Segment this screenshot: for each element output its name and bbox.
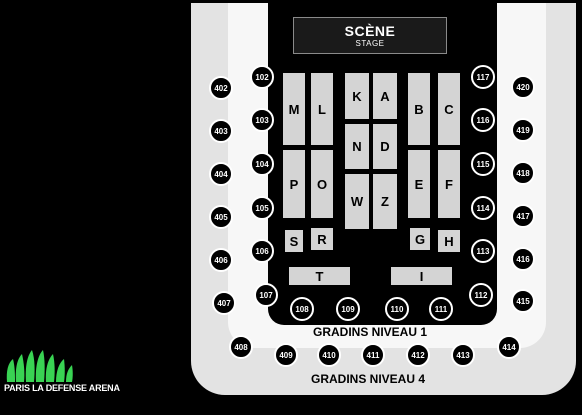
floor-block-s[interactable]: S	[285, 230, 303, 252]
stage-title: SCÈNE	[344, 23, 396, 39]
section-417[interactable]: 417	[511, 204, 535, 228]
section-103[interactable]: 103	[250, 108, 274, 132]
section-111[interactable]: 111	[429, 297, 453, 321]
floor-block-p[interactable]: P	[283, 150, 305, 218]
section-112[interactable]: 112	[469, 283, 493, 307]
floor-block-z[interactable]: Z	[373, 174, 397, 229]
section-419[interactable]: 419	[511, 118, 535, 142]
section-106[interactable]: 106	[250, 239, 274, 263]
section-102[interactable]: 102	[250, 65, 274, 89]
floor-block-w[interactable]: W	[345, 174, 369, 229]
section-407[interactable]: 407	[212, 291, 236, 315]
section-402[interactable]: 402	[209, 76, 233, 100]
section-415[interactable]: 415	[511, 289, 535, 313]
section-412[interactable]: 412	[406, 343, 430, 367]
section-114[interactable]: 114	[471, 196, 495, 220]
section-108[interactable]: 108	[290, 297, 314, 321]
section-411[interactable]: 411	[361, 343, 385, 367]
floor-block-h[interactable]: H	[438, 230, 460, 252]
section-109[interactable]: 109	[336, 297, 360, 321]
section-113[interactable]: 113	[471, 239, 495, 263]
floor-block-i[interactable]: I	[391, 267, 452, 285]
section-405[interactable]: 405	[209, 205, 233, 229]
section-418[interactable]: 418	[511, 161, 535, 185]
arena-logo-icon	[6, 350, 73, 382]
floor-block-f[interactable]: F	[438, 150, 460, 218]
section-409[interactable]: 409	[274, 343, 298, 367]
section-420[interactable]: 420	[511, 75, 535, 99]
section-413[interactable]: 413	[451, 343, 475, 367]
section-403[interactable]: 403	[209, 119, 233, 143]
floor-block-b[interactable]: B	[408, 73, 430, 145]
section-116[interactable]: 116	[471, 108, 495, 132]
floor-block-g[interactable]: G	[410, 228, 430, 250]
floor-block-t[interactable]: T	[289, 267, 350, 285]
tier-label-level-4: GRADINS NIVEAU 4	[311, 372, 426, 386]
section-110[interactable]: 110	[385, 297, 409, 321]
section-115[interactable]: 115	[471, 152, 495, 176]
tier-label-level-1: GRADINS NIVEAU 1	[313, 325, 428, 339]
section-406[interactable]: 406	[209, 248, 233, 272]
floor-block-l[interactable]: L	[311, 73, 333, 145]
stage-subtitle: STAGE	[355, 39, 385, 48]
arena-logo-text: PARIS LA DEFENSE ARENA	[4, 383, 120, 393]
section-104[interactable]: 104	[250, 152, 274, 176]
stage: SCÈNE STAGE	[293, 17, 447, 54]
floor-block-k[interactable]: K	[345, 73, 369, 119]
section-414[interactable]: 414	[497, 335, 521, 359]
floor-block-d[interactable]: D	[373, 124, 397, 169]
floor-block-n[interactable]: N	[345, 124, 369, 169]
floor-block-c[interactable]: C	[438, 73, 460, 145]
section-408[interactable]: 408	[229, 335, 253, 359]
floor-block-a[interactable]: A	[373, 73, 397, 119]
floor-block-r[interactable]: R	[311, 228, 333, 250]
floor-block-o[interactable]: O	[311, 150, 333, 218]
section-416[interactable]: 416	[511, 247, 535, 271]
section-107[interactable]: 107	[254, 283, 278, 307]
section-117[interactable]: 117	[471, 65, 495, 89]
section-410[interactable]: 410	[317, 343, 341, 367]
section-404[interactable]: 404	[209, 162, 233, 186]
floor-block-m[interactable]: M	[283, 73, 305, 145]
floor-block-e[interactable]: E	[408, 150, 430, 218]
section-105[interactable]: 105	[250, 196, 274, 220]
